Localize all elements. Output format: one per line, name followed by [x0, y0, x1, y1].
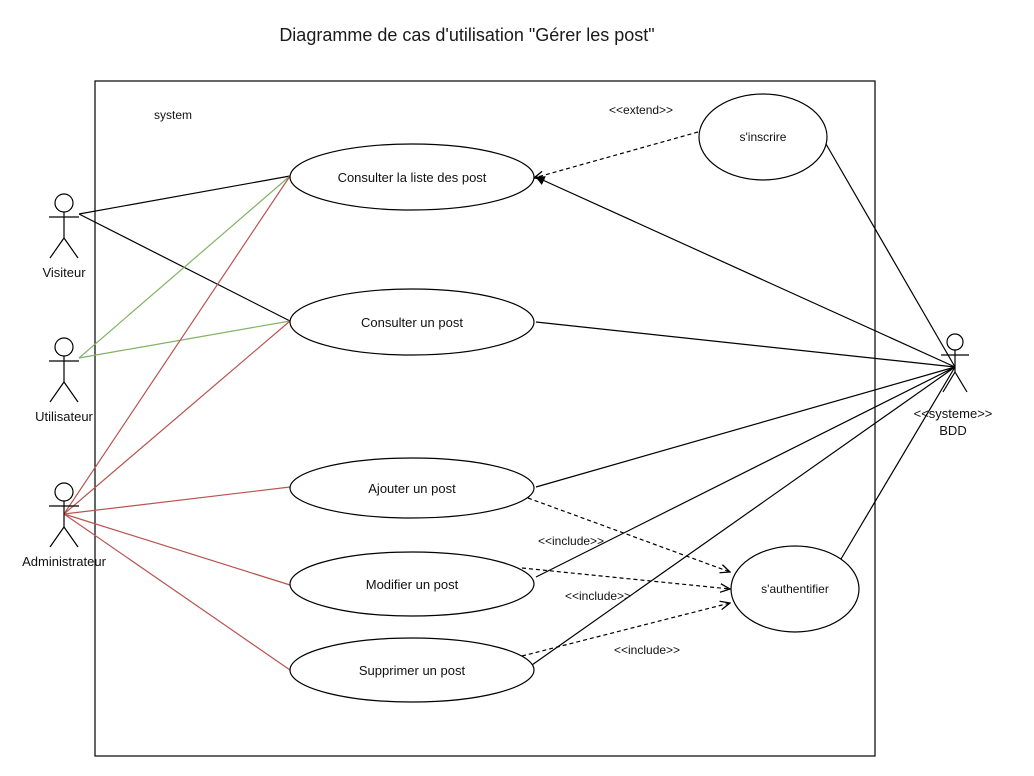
include-ajouter-authentifier: [527, 497, 730, 572]
assoc-bdd-consulter-un: [535, 321, 956, 368]
assoc-bdd-modifier: [535, 366, 956, 578]
assoc-bdd-supprimer: [521, 366, 956, 673]
use-case-inscrire[interactable]: s'inscrire: [698, 93, 828, 181]
actor-bdd-stereotype: <<systeme>>: [914, 406, 993, 421]
system-label: system: [154, 108, 192, 122]
use-case-inscrire-label: s'inscrire: [740, 130, 787, 144]
use-case-authentifier-label: s'authentifier: [761, 582, 829, 596]
use-case-authentifier[interactable]: s'authentifier: [730, 545, 860, 633]
use-case-supprimer-label: Supprimer un post: [359, 663, 466, 678]
actor-visiteur[interactable]: [49, 193, 79, 259]
use-case-consulter-liste-label: Consulter la liste des post: [338, 170, 487, 185]
assoc-visiteur-consulter-liste: [78, 175, 291, 215]
actor-bdd[interactable]: [941, 333, 969, 393]
extend-label: <<extend>>: [609, 103, 673, 117]
assoc-admin-consulter-liste: [63, 175, 291, 515]
actor-administrateur[interactable]: [49, 482, 79, 548]
actor-utilisateur[interactable]: [49, 337, 79, 403]
assoc-bdd-authentifier: [840, 366, 956, 560]
include-label-1: <<include>>: [538, 534, 604, 548]
use-case-ajouter-label: Ajouter un post: [368, 481, 456, 496]
use-case-supprimer[interactable]: Supprimer un post: [289, 637, 535, 703]
actor-utilisateur-label: Utilisateur: [35, 409, 93, 424]
include-label-2: <<include>>: [565, 589, 631, 603]
use-case-consulter-un-label: Consulter un post: [361, 315, 463, 330]
assoc-admin-consulter-un: [63, 320, 291, 515]
assoc-bdd-consulter-liste: [535, 176, 956, 368]
actor-bdd-label: BDD: [939, 423, 966, 438]
use-case-modifier[interactable]: Modifier un post: [289, 551, 535, 617]
include-modifier-authentifier: [521, 567, 730, 589]
system-boundary: [94, 80, 876, 757]
use-case-consulter-un[interactable]: Consulter un post: [289, 288, 535, 356]
actor-administrateur-label: Administrateur: [22, 554, 106, 569]
assoc-admin-supprimer: [63, 513, 291, 671]
include-label-3: <<include>>: [614, 643, 680, 657]
actor-visiteur-label: Visiteur: [42, 265, 86, 280]
assoc-utilisateur-consulter-liste: [78, 175, 291, 359]
use-case-ajouter[interactable]: Ajouter un post: [289, 457, 535, 519]
assoc-bdd-ajouter: [535, 366, 956, 488]
include-supprimer-authentifier: [521, 603, 730, 657]
extend-inscrire-consulter-liste: [534, 131, 699, 178]
assoc-admin-ajouter: [63, 486, 291, 515]
assoc-admin-modifier: [63, 513, 291, 586]
diagram-title: Diagramme de cas d'utilisation "Gérer le…: [279, 25, 654, 45]
use-case-modifier-label: Modifier un post: [366, 577, 459, 592]
use-case-consulter-liste[interactable]: Consulter la liste des post: [289, 143, 535, 211]
assoc-bdd-inscrire: [825, 143, 956, 368]
assoc-utilisateur-consulter-un: [78, 320, 291, 359]
